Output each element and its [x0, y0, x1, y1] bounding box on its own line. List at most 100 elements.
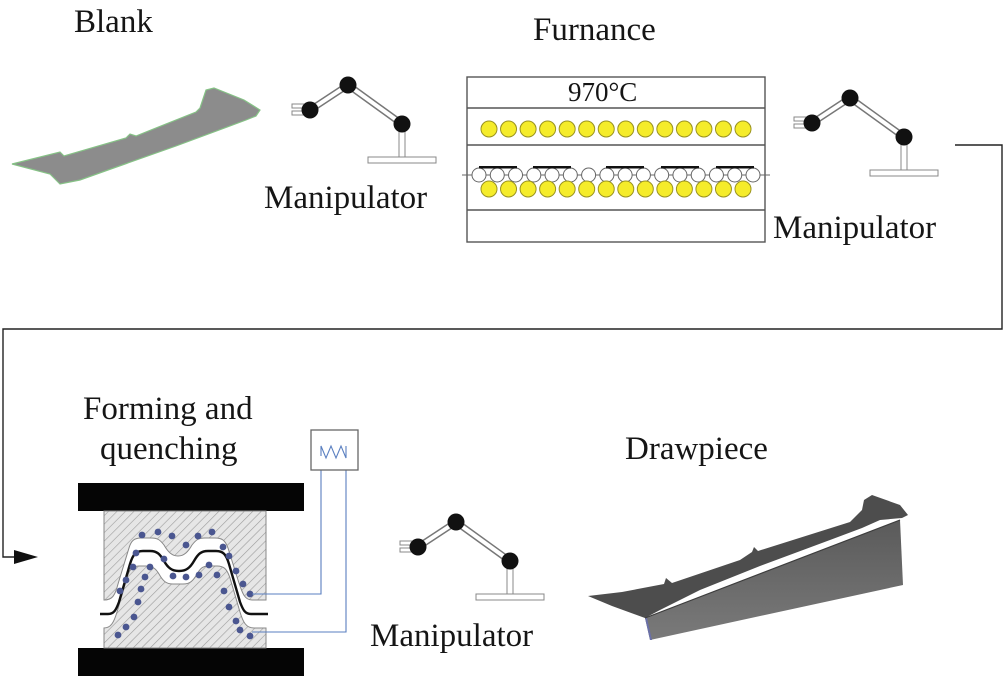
forming-label-line1: Forming and	[83, 391, 253, 427]
cooling-channel	[132, 549, 140, 557]
cooling-channel	[130, 613, 138, 621]
arm-joint	[339, 76, 357, 94]
roller	[471, 167, 487, 183]
cooling-channel	[225, 552, 233, 560]
roller	[727, 167, 743, 183]
cooling-channel	[116, 587, 124, 595]
cooling-channel	[208, 528, 216, 536]
cooling-channel	[194, 532, 202, 540]
forming-die	[78, 429, 359, 676]
heater-element	[500, 180, 518, 198]
roller	[489, 167, 505, 183]
roller	[526, 167, 542, 183]
heater-element	[558, 180, 576, 198]
arm-post	[506, 566, 514, 596]
cooling-channel	[219, 543, 227, 551]
heater-element	[695, 120, 713, 138]
roller	[617, 167, 633, 183]
heater-element	[734, 180, 752, 198]
heater-row-top	[480, 120, 752, 138]
roller	[581, 167, 597, 183]
drawpiece	[588, 495, 908, 640]
blank-plate	[716, 166, 754, 169]
cooling-channel	[232, 567, 240, 575]
upper-platen	[78, 483, 304, 511]
cooling-channel	[195, 571, 203, 579]
cooling-channel	[122, 576, 130, 584]
heater-element	[617, 180, 635, 198]
heater-element	[675, 120, 693, 138]
flow-connector	[2, 144, 1003, 564]
roller	[690, 167, 706, 183]
heater-element	[714, 180, 732, 198]
cooling-channel	[169, 572, 177, 580]
roller	[672, 167, 688, 183]
cooling-channel	[141, 573, 149, 581]
heater-element	[578, 120, 596, 138]
heater-element	[734, 120, 752, 138]
cooling-channel	[225, 603, 233, 611]
forming-label-line2: quenching	[100, 431, 238, 467]
furnace	[462, 76, 770, 243]
manipulator-2-icon	[793, 89, 939, 177]
cooling-channel	[160, 555, 168, 563]
heater-box	[310, 429, 359, 471]
cooling-channel	[246, 590, 254, 598]
heater-element	[617, 120, 635, 138]
cooling-channels	[114, 528, 254, 640]
arm-joint	[409, 538, 427, 556]
arm-joint	[501, 552, 519, 570]
arm-joint	[393, 115, 411, 133]
cooling-channel	[134, 598, 142, 606]
heater-element	[656, 180, 674, 198]
heater-element	[636, 120, 654, 138]
lower-platen	[78, 648, 304, 676]
arm-base	[869, 169, 939, 177]
cooling-channel	[154, 528, 162, 536]
heater-element	[675, 180, 693, 198]
heater-element	[558, 120, 576, 138]
cooling-channel	[129, 563, 137, 571]
heater-element	[597, 180, 615, 198]
heater-element	[714, 120, 732, 138]
cooling-channel	[114, 631, 122, 639]
cooling-channel	[246, 632, 254, 640]
arm-joint	[301, 101, 319, 119]
roller	[508, 167, 524, 183]
roller	[635, 167, 651, 183]
manipulator-3-icon	[399, 513, 545, 601]
heater-element	[480, 180, 498, 198]
cooling-channel	[168, 532, 176, 540]
cooling-channel	[122, 623, 130, 631]
roller	[708, 167, 724, 183]
cooling-channel	[220, 587, 228, 595]
heater-element	[695, 180, 713, 198]
drawpiece-label: Drawpiece	[625, 431, 768, 467]
blank-plates	[479, 166, 754, 169]
manipulator-1-label: Manipulator	[264, 180, 428, 216]
cooling-channel	[232, 617, 240, 625]
blank-sheet	[11, 87, 261, 185]
arm-base	[367, 156, 437, 164]
blank-label: Blank	[74, 4, 153, 40]
arm-joint	[803, 114, 821, 132]
blank-plate	[479, 166, 517, 169]
cooling-channel	[138, 531, 146, 539]
cooling-channel	[239, 580, 247, 588]
cooling-channel	[213, 571, 221, 579]
cooling-channel	[182, 541, 190, 549]
arm-base	[475, 593, 545, 601]
cooling-channel	[146, 563, 154, 571]
arm-joint	[895, 128, 913, 146]
arm-joint	[447, 513, 465, 531]
heater-element	[519, 180, 537, 198]
blank-plate	[661, 166, 699, 169]
resistor-icon	[320, 444, 347, 460]
roller	[745, 167, 761, 183]
heater-element	[519, 120, 537, 138]
cooling-channel	[137, 585, 145, 593]
heater-element	[480, 120, 498, 138]
heater-element	[500, 120, 518, 138]
arm-joint	[841, 89, 859, 107]
